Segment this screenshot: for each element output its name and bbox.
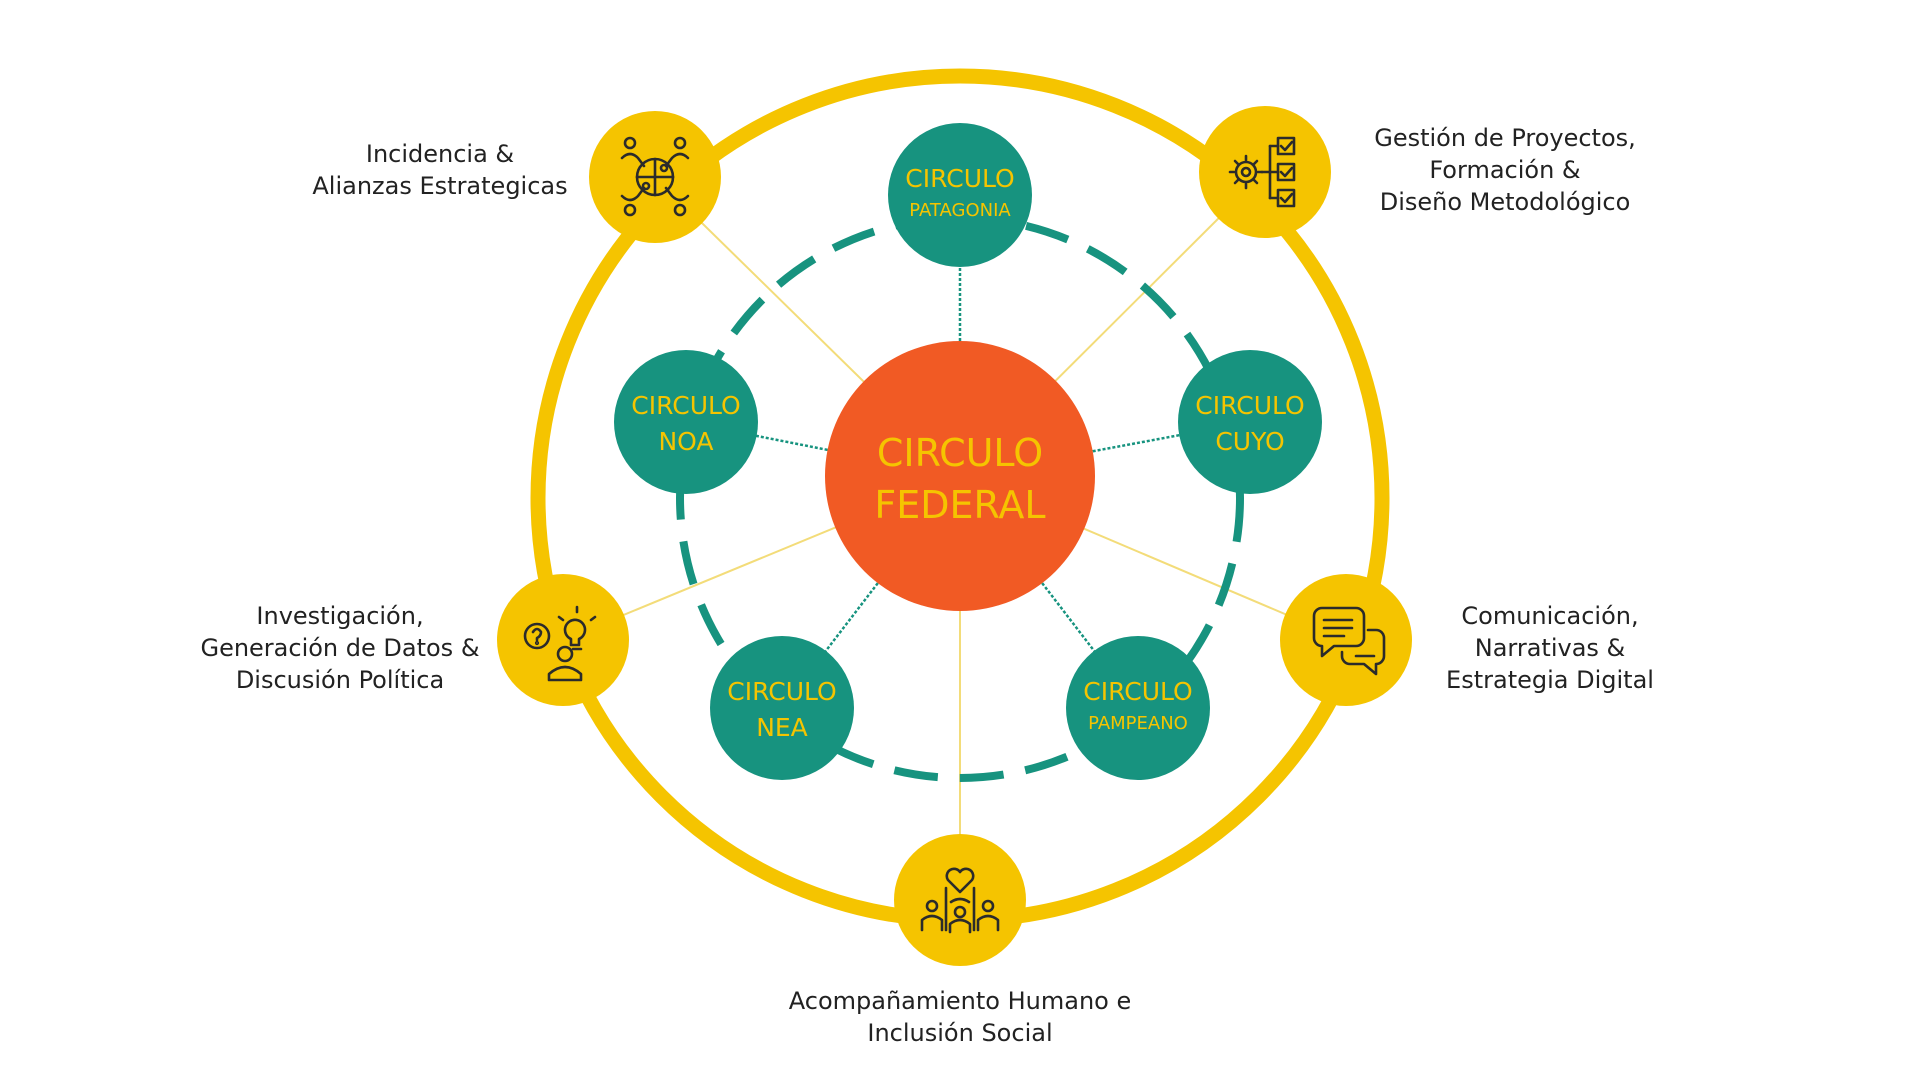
region-line2: NEA	[756, 713, 808, 742]
theme-comunicacion	[1280, 574, 1412, 706]
theme-circle	[1280, 574, 1412, 706]
puzzle-team-icon	[620, 136, 690, 217]
center-circle	[825, 341, 1095, 611]
region-circle	[888, 123, 1032, 267]
region-line2: CUYO	[1215, 427, 1284, 456]
label-line: Generación de Datos &	[200, 634, 480, 662]
region-nea: CIRCULO NEA	[710, 636, 854, 780]
label-comunicacion: Comunicación, Narrativas & Estrategia Di…	[1420, 600, 1680, 696]
region-line1: CIRCULO	[727, 677, 836, 706]
center-node: CIRCULO FEDERAL	[825, 341, 1095, 611]
region-circle	[1066, 636, 1210, 780]
region-line2: NOA	[658, 427, 713, 456]
label-investigacion: Investigación, Generación de Datos & Dis…	[185, 600, 495, 696]
region-patagonia: CIRCULO PATAGONIA	[888, 123, 1032, 267]
region-line2: PAMPEANO	[1088, 713, 1188, 734]
center-line1: CIRCULO	[877, 431, 1043, 475]
region-circle	[614, 350, 758, 494]
label-gestion: Gestión de Proyectos, Formación & Diseño…	[1355, 122, 1655, 218]
label-line: Discusión Política	[235, 666, 445, 694]
region-pampeano: CIRCULO PAMPEANO	[1066, 636, 1210, 780]
region-line2: PATAGONIA	[909, 200, 1011, 221]
question-lightbulb-person-icon	[523, 605, 597, 682]
connector-nea	[781, 475, 961, 709]
region-circle	[1178, 350, 1322, 494]
label-line: Alianzas Estrategicas	[312, 172, 568, 200]
center-line2: FEDERAL	[874, 483, 1045, 527]
region-cuyo: CIRCULO CUYO	[1178, 350, 1322, 494]
label-line: Narrativas &	[1474, 634, 1626, 662]
region-line1: CIRCULO	[1195, 391, 1304, 420]
label-line: Estrategia Digital	[1446, 666, 1654, 694]
label-line: Acompañamiento Humano e	[788, 987, 1132, 1015]
region-line1: CIRCULO	[631, 391, 740, 420]
label-line: Investigación,	[256, 602, 424, 630]
label-incidencia: Incidencia & Alianzas Estrategicas	[300, 138, 580, 202]
connector-pampeano	[959, 475, 1139, 709]
region-circle	[710, 636, 854, 780]
gear-checklist-icon	[1228, 136, 1296, 208]
region-line1: CIRCULO	[905, 164, 1014, 193]
heart-hands-icon	[920, 867, 1000, 934]
theme-incidencia	[589, 111, 721, 243]
label-line: Gestión de Proyectos,	[1374, 124, 1636, 152]
theme-investigacion	[497, 574, 629, 706]
label-line: Diseño Metodológico	[1379, 188, 1631, 216]
regional-ring	[676, 214, 1244, 782]
theme-gestion	[1199, 106, 1331, 238]
label-line: Inclusión Social	[867, 1019, 1053, 1047]
label-line: Formación &	[1429, 156, 1581, 184]
theme-circle	[497, 574, 629, 706]
label-line: Comunicación,	[1461, 602, 1639, 630]
label-acompanamiento: Acompañamiento Humano e Inclusión Social	[760, 985, 1160, 1049]
speech-bubbles-icon	[1312, 606, 1386, 676]
label-line: Incidencia &	[365, 140, 515, 168]
region-line1: CIRCULO	[1083, 677, 1192, 706]
theme-acompanamiento	[894, 834, 1026, 966]
region-noa: CIRCULO NOA	[614, 350, 758, 494]
